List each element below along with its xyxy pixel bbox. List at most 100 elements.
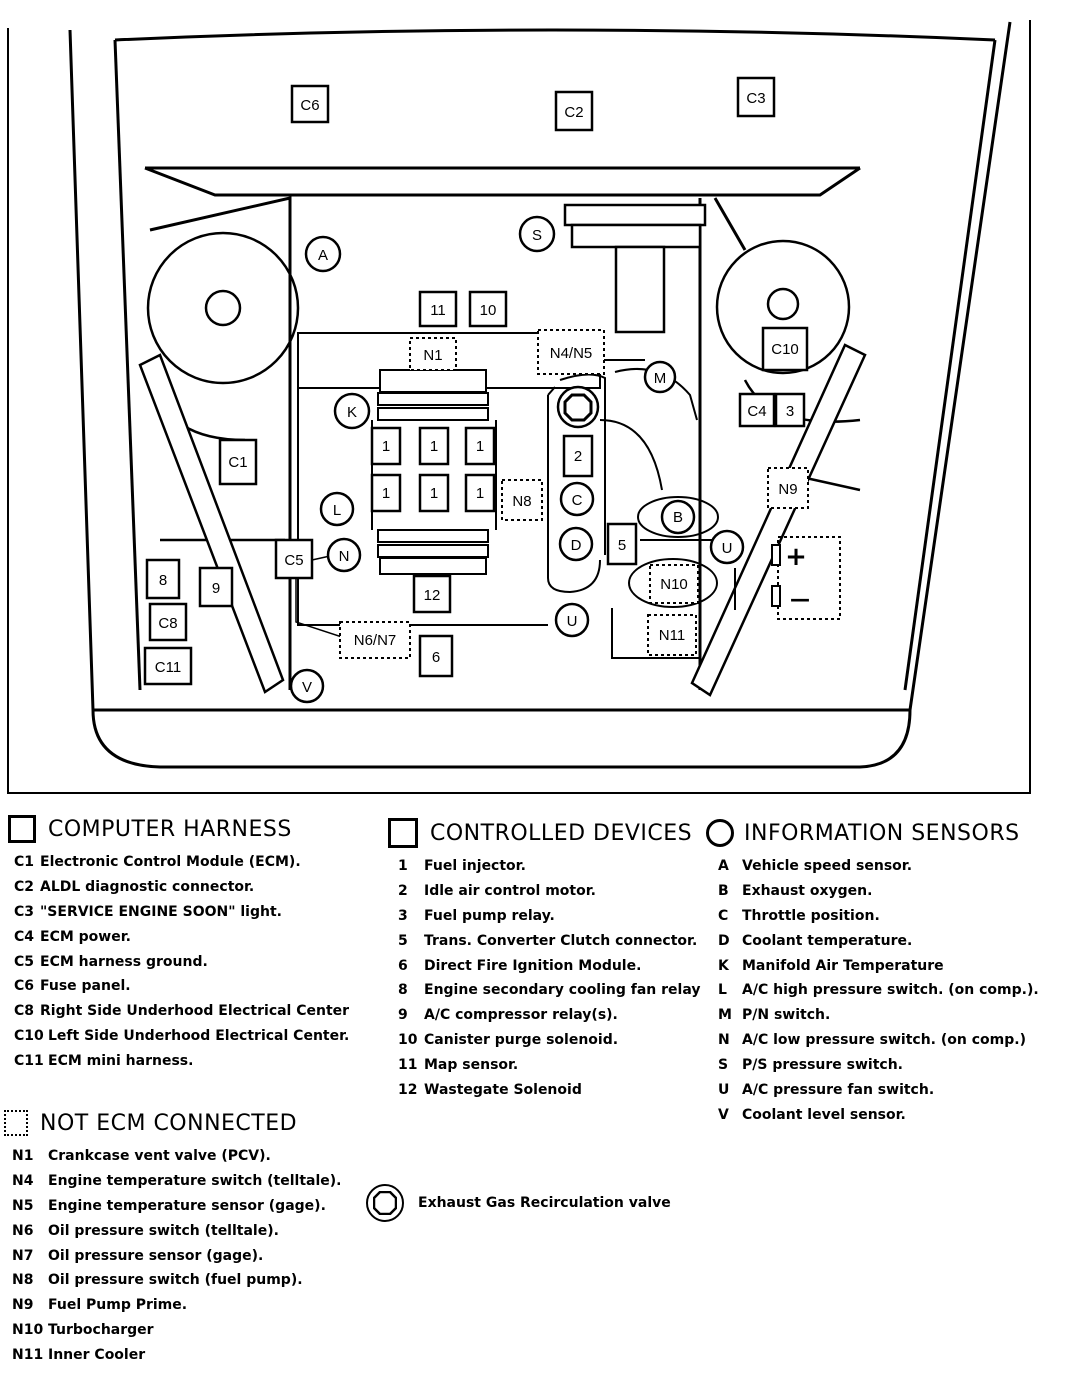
label-a: A xyxy=(318,247,328,264)
label-c5: C5 xyxy=(284,552,303,569)
turbocharger-area xyxy=(611,496,736,659)
legend-code: N5 xyxy=(12,1197,34,1214)
label-3: 3 xyxy=(786,403,794,420)
component-box-n10 xyxy=(649,564,699,604)
label-c10: C10 xyxy=(771,341,799,358)
label-b: B xyxy=(673,509,683,526)
label-c1: C1 xyxy=(228,454,247,471)
legend-computer-harness-title: COMPUTER HARNESS xyxy=(48,816,292,842)
label-m: M xyxy=(654,370,667,387)
label-12: 12 xyxy=(424,587,441,604)
legend-code: N1 xyxy=(12,1148,34,1164)
legend-code: N9 xyxy=(12,1297,34,1314)
legend-code: D xyxy=(718,932,730,949)
label-c8: C8 xyxy=(158,615,177,632)
sensor-circle-l xyxy=(319,491,355,527)
sensor-circle-s xyxy=(518,215,556,253)
label-c2: C2 xyxy=(564,104,583,121)
legend-code: N11 xyxy=(12,1347,44,1364)
legend-code: U xyxy=(718,1082,730,1099)
component-box-inj3 xyxy=(464,426,496,466)
label-inj6: 1 xyxy=(476,485,484,502)
legend-text: Vehicle speed sensor. xyxy=(742,858,913,874)
diagram-labels: C6 C2 C3 S A 11 10 N1 N4/N5 M C10 C4 3 K… xyxy=(155,90,799,696)
label-9: 9 xyxy=(212,580,220,597)
legend-text: P/N switch. xyxy=(742,1007,831,1024)
legend-code: C5 xyxy=(14,953,35,970)
legend-code: C10 xyxy=(14,1028,44,1045)
label-s: S xyxy=(532,227,542,244)
label-n6n7: N6/N7 xyxy=(354,632,397,649)
legend-code: C6 xyxy=(14,978,35,995)
label-u1: U xyxy=(722,540,733,557)
legend-text: Wastegate Solenoid xyxy=(424,1082,582,1099)
solid-square-symbol-icon xyxy=(388,818,418,848)
label-l: L xyxy=(333,502,341,519)
engine-compartment-diagram: + — xyxy=(7,20,1031,794)
legend-text: Map sensor. xyxy=(424,1057,519,1074)
legend-code: 5 xyxy=(398,932,408,949)
component-box-inj5 xyxy=(418,473,450,513)
legend-code: 1 xyxy=(398,858,408,874)
sensor-circle-v xyxy=(289,668,325,704)
legend-code: C4 xyxy=(14,928,35,945)
legend-information-sensors-title: INFORMATION SENSORS xyxy=(744,820,1020,846)
component-box-inj2 xyxy=(418,426,450,466)
component-box-8 xyxy=(145,558,181,600)
legend-code: 9 xyxy=(398,1007,408,1024)
legend-text: Exhaust oxygen. xyxy=(742,882,873,899)
label-inj5: 1 xyxy=(430,485,438,502)
component-box-3 xyxy=(774,392,806,428)
information-sensor-circles xyxy=(289,215,745,704)
component-box-c2 xyxy=(554,90,594,132)
sensor-circle-m xyxy=(643,360,677,394)
legend-text: Direct Fire Ignition Module. xyxy=(424,957,642,974)
body-outline xyxy=(68,21,1012,769)
legend-text: Turbocharger xyxy=(48,1322,154,1339)
legend-code: N xyxy=(718,1032,730,1049)
legend-text: P/S pressure switch. xyxy=(742,1057,903,1074)
legend-text: Oil pressure switch (telltale). xyxy=(48,1222,279,1239)
legend-code: N8 xyxy=(12,1272,34,1289)
component-box-c1 xyxy=(218,438,258,486)
label-d: D xyxy=(571,537,582,554)
list-item: C3"SERVICE ENGINE SOON" light. xyxy=(14,900,349,925)
list-item: 6 Direct Fire Ignition Module. xyxy=(398,954,701,979)
legend-code: 6 xyxy=(398,957,408,974)
label-c: C xyxy=(572,492,583,509)
component-box-2 xyxy=(562,434,594,478)
battery: + — xyxy=(771,536,841,620)
component-box-6 xyxy=(418,634,454,678)
label-n4n5: N4/N5 xyxy=(550,345,593,362)
legend-code: A xyxy=(718,858,729,874)
legend-computer-harness-header: COMPUTER HARNESS xyxy=(8,812,349,846)
outer-frame xyxy=(7,20,1031,794)
legend-text: Left Side Underhood Electrical Center. xyxy=(48,1028,350,1045)
label-11: 11 xyxy=(430,302,446,319)
label-k: K xyxy=(347,404,357,421)
label-10: 10 xyxy=(480,302,497,319)
label-inj3: 1 xyxy=(476,438,484,455)
legend-code: C2 xyxy=(14,878,35,895)
legend-text: Engine secondary cooling fan relay xyxy=(424,982,701,999)
legend-text: Canister purge solenoid. xyxy=(424,1032,619,1049)
legend-information-sensors-header: INFORMATION SENSORS xyxy=(700,816,1039,850)
legend-text: Right Side Underhood Electrical Center xyxy=(40,1003,350,1020)
legend-text: Crankcase vent valve (PCV). xyxy=(48,1148,271,1164)
label-n11: N11 xyxy=(659,627,685,644)
legend-information-sensors: INFORMATION SENSORS A Vehicle speed senso… xyxy=(700,816,1039,1128)
component-box-n11 xyxy=(647,614,697,656)
